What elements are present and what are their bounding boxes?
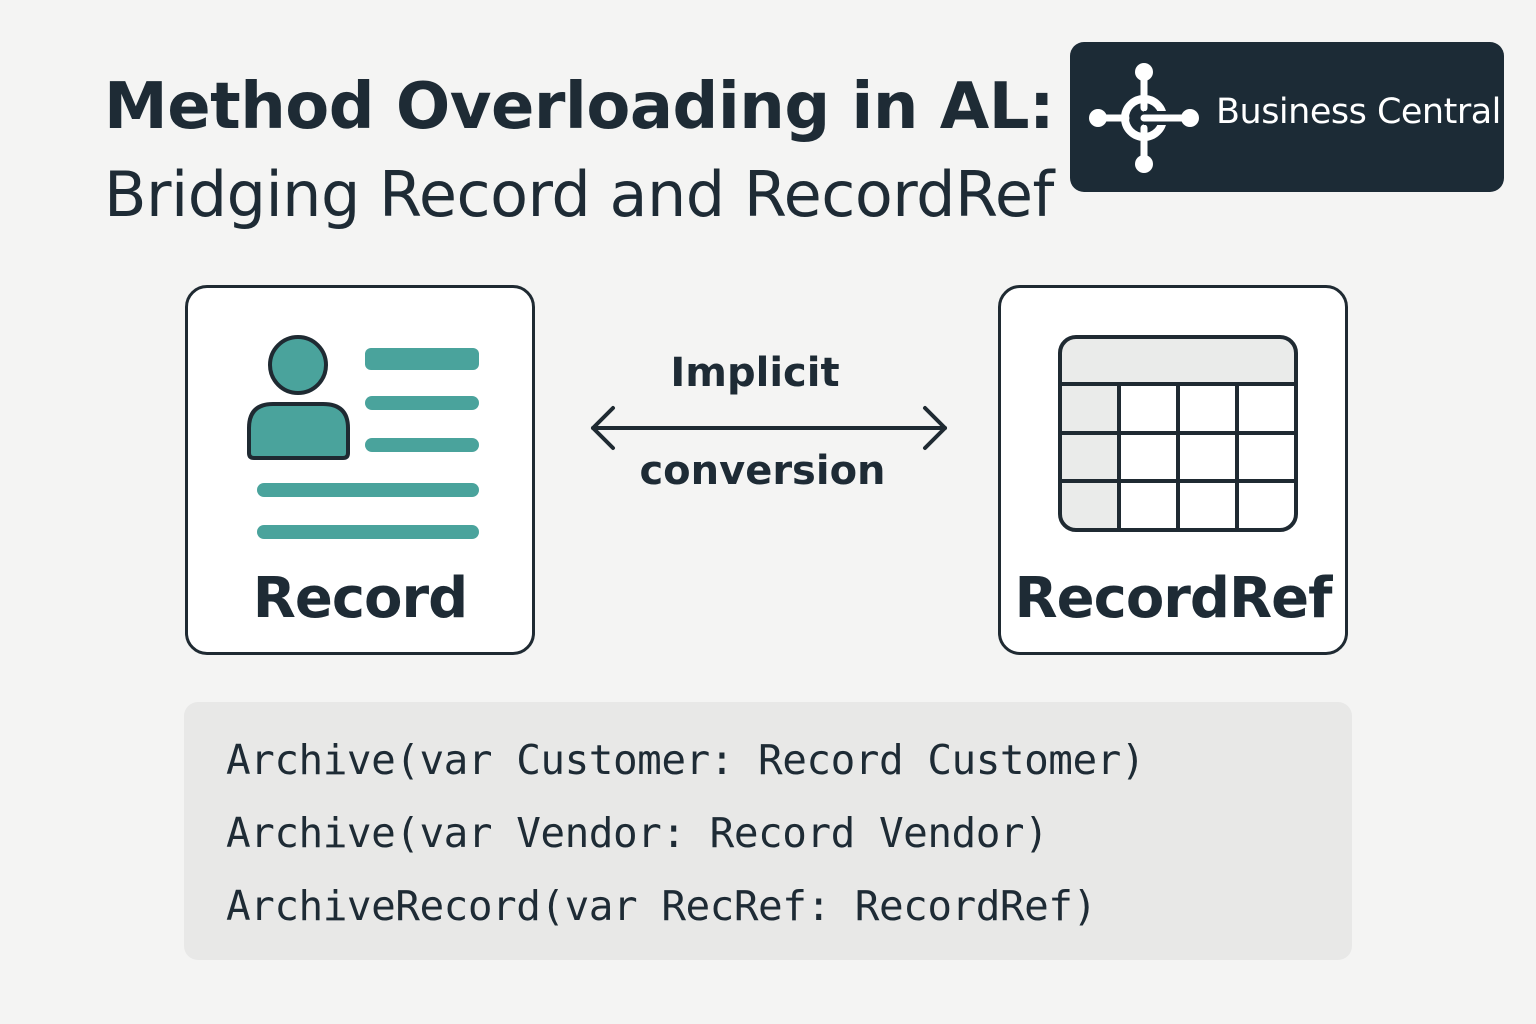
- business-central-logo-icon: [1089, 63, 1199, 173]
- business-central-badge: Business Central: [1070, 42, 1504, 192]
- code-line: Archive(var Customer: Record Customer): [226, 736, 1146, 784]
- bidirectional-arrow-icon: [591, 406, 947, 450]
- code-block: Archive(var Customer: Record Customer) A…: [184, 702, 1352, 960]
- table-grid-icon: [1058, 335, 1298, 532]
- implicit-label: Implicit: [670, 350, 840, 396]
- record-label: Record: [252, 566, 468, 631]
- recordref-card: RecordRef: [998, 285, 1348, 655]
- conversion-label: conversion: [639, 448, 886, 494]
- page-subtitle: Bridging Record and RecordRef: [104, 158, 1054, 231]
- business-central-label: Business Central: [1216, 92, 1501, 132]
- code-line: ArchiveRecord(var RecRef: RecordRef): [226, 882, 1097, 930]
- recordref-label: RecordRef: [1014, 566, 1333, 631]
- page-title: Method Overloading in AL:: [104, 70, 1055, 144]
- record-card: Record: [185, 285, 535, 655]
- code-line: Archive(var Vendor: Record Vendor): [226, 809, 1049, 857]
- record-document-icon: [247, 335, 479, 539]
